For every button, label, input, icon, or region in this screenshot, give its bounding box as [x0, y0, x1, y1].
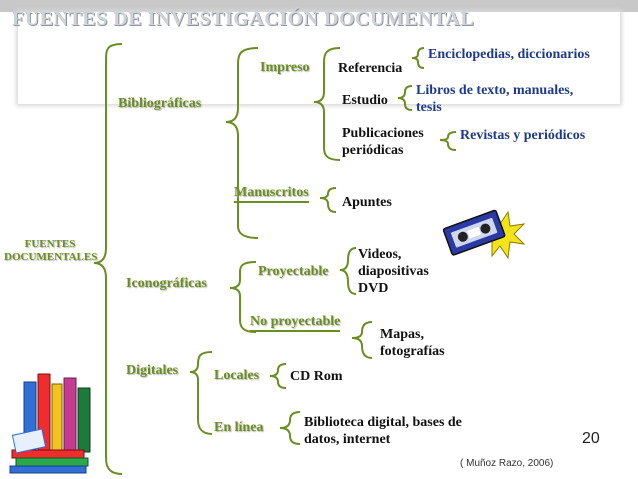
node-biblioteca-line2: datos, internet [304, 432, 391, 447]
videocassette-icon [442, 209, 526, 260]
top-bar [0, 0, 638, 12]
node-no-proyectable: No proyectable [250, 314, 341, 332]
node-mapas-line2: fotografías [380, 344, 445, 359]
node-videos: Videos, diapositivas DVD [358, 246, 429, 297]
node-mapas: Mapas, fotografías [380, 326, 445, 360]
node-estudio: Estudio [342, 93, 388, 108]
node-publicaciones-line2: periódicas [342, 143, 404, 158]
root-label-line1: FUENTES [24, 238, 76, 250]
node-biblioteca-line1: Biblioteca digital, bases de [304, 415, 462, 430]
proyectable-bracket [339, 247, 357, 295]
node-mapas-line1: Mapas, [380, 327, 424, 342]
node-videos-line2: diapositivas [358, 264, 429, 279]
publicaciones-bracket [439, 131, 457, 151]
root-label-line2: DOCUMENTALES [4, 251, 98, 263]
iconograficas-bracket [229, 261, 257, 333]
bibliograficas-bracket [225, 47, 259, 239]
manuscritos-bracket [319, 187, 337, 213]
node-referencia: Referencia [338, 61, 403, 76]
root-label: FUENTES DOCUMENTALES [4, 238, 98, 264]
noproyectable-bracket [351, 321, 373, 359]
citation: ( Muñoz Razo, 2006) [460, 458, 554, 469]
node-biblioteca: Biblioteca digital, bases de datos, inte… [304, 414, 462, 448]
enlinea-bracket [279, 411, 301, 445]
node-manuscritos: Manuscritos [234, 185, 309, 203]
node-locales: Locales [214, 368, 260, 383]
page-title: FUENTES DE INVESTIGACIÓN DOCUMENTAL [12, 8, 475, 30]
books-icon [9, 373, 91, 474]
node-revistas: Revistas y periódicos [460, 128, 586, 143]
node-proyectable: Proyectable [258, 264, 329, 279]
node-libros-line2: tesis [416, 100, 442, 115]
node-publicaciones: Publicaciones periódicas [342, 125, 424, 159]
node-en-linea: En línea [214, 420, 264, 435]
node-videos-line3: DVD [358, 281, 389, 296]
locales-bracket [269, 363, 287, 389]
node-libros: Libros de texto, manuales, tesis [416, 82, 573, 116]
node-cdrom: CD Rom [290, 369, 343, 384]
impreso-bracket [313, 47, 341, 161]
referencia-bracket [411, 47, 425, 69]
category-bibliograficas: Bibliográficas [118, 96, 202, 111]
node-apuntes: Apuntes [342, 195, 392, 210]
page-number: 20 [582, 430, 600, 447]
node-libros-line1: Libros de texto, manuales, [416, 83, 574, 98]
node-publicaciones-line1: Publicaciones [342, 126, 424, 141]
node-videos-line1: Videos, [358, 247, 402, 262]
header-panel [18, 12, 620, 104]
node-enciclopedias: Enciclopedias, diccionarios [428, 47, 590, 62]
node-impreso: Impreso [260, 60, 310, 75]
estudio-bracket [397, 85, 413, 111]
category-digitales: Digitales [126, 363, 179, 378]
digitales-bracket [189, 351, 213, 435]
root-bracket [93, 43, 123, 475]
category-iconograficas: Iconográficas [126, 276, 207, 291]
